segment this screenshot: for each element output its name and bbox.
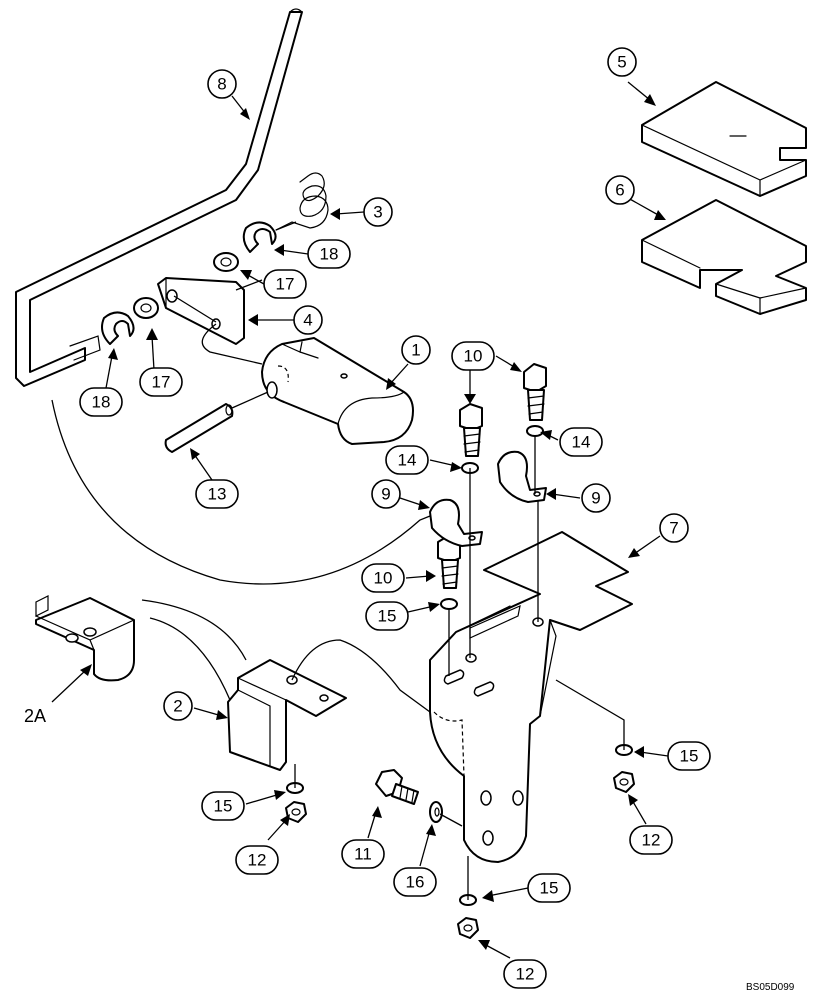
- callout-15-right-label: 15: [680, 747, 699, 766]
- callout-arrows: [51, 81, 669, 959]
- callout-18-upper-label: 18: [320, 245, 339, 264]
- callout-3: 3: [363, 197, 393, 227]
- callout-12-bottom: 12: [503, 959, 547, 989]
- spring-part-3: [275, 172, 329, 231]
- callout-1-label: 1: [411, 341, 420, 360]
- callout-11-label: 11: [354, 845, 372, 864]
- clamp-part-9-right: [497, 450, 547, 503]
- callout-4-label: 4: [303, 311, 312, 330]
- clamp-part-9-left: [429, 498, 483, 547]
- callout-18-lower: 18: [79, 387, 123, 417]
- callout-3-label: 3: [373, 203, 382, 222]
- washer-part-15-upper: [440, 598, 458, 610]
- callout-7-label: 7: [669, 519, 678, 538]
- callout-12-right-label: 12: [642, 831, 661, 850]
- callout-4: 4: [293, 305, 323, 335]
- bolt-part-11: [375, 769, 419, 805]
- nut-part-12-right: [613, 771, 635, 793]
- bracket-part-2A: [35, 595, 135, 682]
- callout-15-bottom-label: 15: [540, 879, 559, 898]
- callout-9-left-label: 9: [381, 485, 390, 504]
- rod-part-8: [15, 8, 303, 387]
- washer-part-16: [429, 801, 443, 823]
- pedal-part-1: [261, 337, 414, 445]
- clip-part-18-upper: [242, 221, 277, 253]
- callout-14-right-label: 14: [572, 433, 591, 452]
- callout-14-right: 14: [559, 427, 603, 457]
- washer-part-14-right: [526, 425, 544, 437]
- callout-15-upper-label: 15: [378, 607, 397, 626]
- callout-18-lower-label: 18: [92, 393, 111, 412]
- callout-5: 5: [607, 47, 637, 77]
- bolt-part-10-upper-left: [459, 403, 483, 457]
- callout-13-label: 13: [208, 485, 227, 504]
- callout-2-label: 2: [173, 697, 182, 716]
- assembly-lines: [51, 221, 625, 900]
- plate-part-4: [157, 277, 245, 345]
- callout-10-lower-label: 10: [374, 569, 393, 588]
- callout-9-left: 9: [371, 479, 401, 509]
- callout-8: 8: [207, 69, 237, 99]
- callout-12-left: 12: [235, 845, 279, 875]
- callout-16-label: 16: [406, 873, 425, 892]
- bracket-part-2: [227, 659, 347, 771]
- washer-part-17-upper: [213, 252, 239, 272]
- block-part-6: [641, 199, 807, 315]
- sub-view-label: 2A: [24, 706, 46, 726]
- callout-5-label: 5: [617, 53, 626, 72]
- callout-12-left-label: 12: [248, 851, 267, 870]
- callout-6-label: 6: [615, 181, 624, 200]
- bolt-part-10-upper-right: [523, 363, 547, 421]
- callout-15-bottom: 15: [527, 873, 571, 903]
- callout-6: 6: [605, 175, 635, 205]
- callout-12-bottom-label: 12: [516, 965, 535, 984]
- callout-12-right: 12: [629, 825, 673, 855]
- callout-15-upper: 15: [365, 601, 409, 631]
- callout-17-lower-label: 17: [152, 373, 171, 392]
- pin-part-13: [164, 403, 234, 453]
- callout-9-right: 9: [581, 483, 611, 513]
- callout-13: 13: [195, 479, 239, 509]
- callout-14-left: 14: [385, 445, 429, 475]
- figure-code: BS05D099: [746, 982, 795, 993]
- nut-part-12-bottom: [457, 917, 479, 939]
- clip-part-18-lower: [101, 311, 135, 345]
- callout-9-right-label: 9: [591, 489, 600, 508]
- callout-11: 11: [341, 839, 385, 869]
- callout-8-label: 8: [217, 75, 226, 94]
- callout-16: 16: [393, 867, 437, 897]
- callout-10-lower: 10: [361, 563, 405, 593]
- callout-10-upper: 10: [451, 341, 495, 371]
- callout-15-left-label: 15: [214, 797, 233, 816]
- callout-17-upper: 17: [263, 269, 307, 299]
- callout-10-upper-label: 10: [464, 347, 483, 366]
- callout-14-left-label: 14: [398, 451, 417, 470]
- bracket-part-7: [429, 531, 633, 863]
- callout-18-upper: 18: [307, 239, 351, 269]
- callout-17-lower: 17: [139, 367, 183, 397]
- callout-17-upper-label: 17: [276, 275, 295, 294]
- callout-15-left: 15: [201, 791, 245, 821]
- callout-15-right: 15: [667, 741, 711, 771]
- washer-part-17-lower: [133, 297, 159, 319]
- callout-7: 7: [659, 513, 689, 543]
- block-part-5: [641, 81, 807, 197]
- callout-1: 1: [401, 335, 431, 365]
- callout-2: 2: [163, 691, 193, 721]
